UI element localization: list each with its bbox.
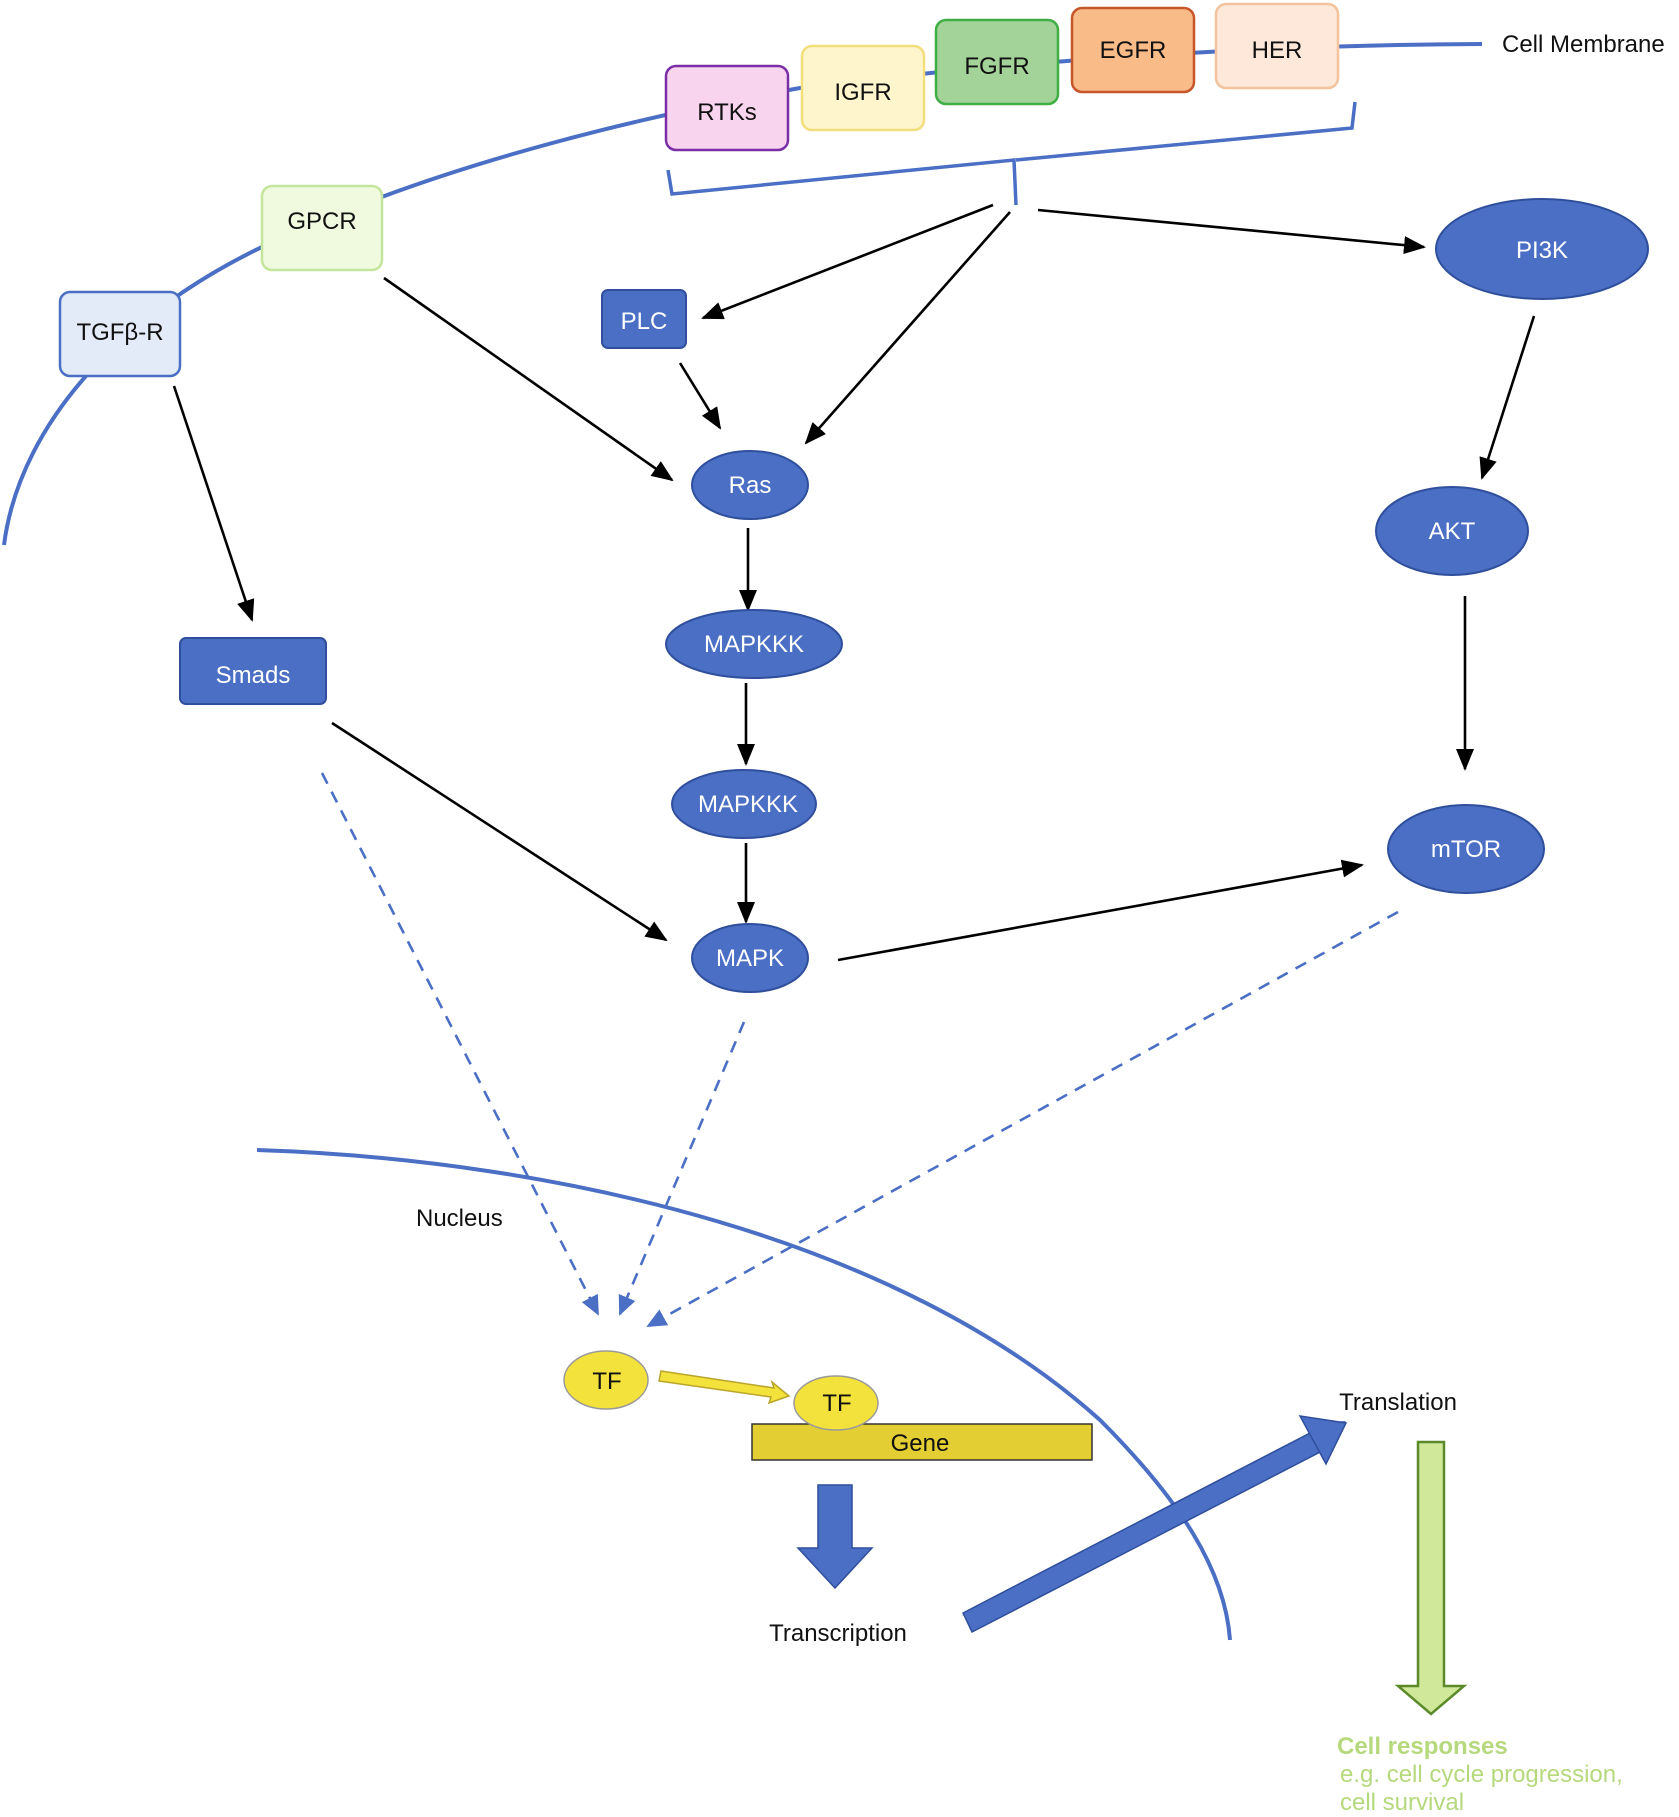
fgfr-label: FGFR bbox=[964, 53, 1029, 80]
nucleus-label: Nucleus bbox=[416, 1205, 503, 1232]
tf-free-node: TF bbox=[563, 1350, 649, 1410]
gene-label: Gene bbox=[891, 1430, 950, 1457]
mapk-label: MAPK bbox=[716, 945, 784, 972]
mapkkk2-label: MAPKKK bbox=[698, 791, 798, 818]
cell-responses-line2: cell survival bbox=[1340, 1789, 1464, 1816]
rtks-label: RTKs bbox=[697, 99, 757, 126]
gene-bar: Gene bbox=[751, 1423, 1093, 1461]
ras-label: Ras bbox=[729, 472, 772, 499]
arrow-rtk-to-pi3k bbox=[1037, 208, 1426, 255]
tf-bound-node: TF bbox=[793, 1375, 879, 1431]
arrow-plc-to-ras bbox=[678, 362, 722, 430]
tgfb-label: TGFβ-R bbox=[76, 319, 163, 346]
her-label: HER bbox=[1252, 37, 1303, 64]
plc-node: PLC bbox=[601, 289, 687, 349]
her-receptor: HER bbox=[1214, 2, 1340, 90]
transcription-down-arrow bbox=[796, 1484, 874, 1590]
transcription-label: Transcription bbox=[769, 1620, 907, 1647]
rtk-group-bracket bbox=[666, 101, 1357, 206]
akt-label: AKT bbox=[1429, 518, 1476, 545]
mapkkk2-node: MAPKKK bbox=[671, 769, 817, 839]
fgfr-receptor: FGFR bbox=[934, 18, 1060, 106]
arrow-rtk-to-plc bbox=[701, 203, 994, 320]
gpcr-label: GPCR bbox=[287, 208, 356, 235]
gpcr-receptor: GPCR bbox=[260, 184, 384, 272]
rtks-receptor: RTKs bbox=[664, 64, 790, 152]
arrow-pi3k-to-akt bbox=[1479, 315, 1536, 480]
mapkkk1-node: MAPKKK bbox=[665, 609, 843, 679]
arrow-smads-to-mapk bbox=[331, 721, 668, 942]
tf-bound-label: TF bbox=[822, 1390, 851, 1417]
cell-response-arrow bbox=[1394, 1440, 1468, 1716]
mapk-node: MAPK bbox=[691, 923, 809, 993]
dashed-arrow-smads-to-tf bbox=[320, 772, 600, 1316]
tf-free-label: TF bbox=[592, 1368, 621, 1395]
igfr-label: IGFR bbox=[834, 79, 891, 106]
mapkkk1-label: MAPKKK bbox=[704, 631, 804, 658]
igfr-receptor: IGFR bbox=[800, 44, 926, 132]
dashed-arrow-mtor-to-tf bbox=[646, 910, 1399, 1328]
egfr-receptor: EGFR bbox=[1070, 6, 1196, 94]
cell-responses-line1: e.g. cell cycle progression, bbox=[1340, 1761, 1623, 1788]
pi3k-node: PI3K bbox=[1435, 198, 1649, 300]
ras-node: Ras bbox=[691, 450, 809, 520]
mtor-node: mTOR bbox=[1387, 804, 1545, 894]
tf-binding-arrow bbox=[658, 1370, 791, 1405]
cell-membrane-label: Cell Membrane bbox=[1502, 31, 1665, 58]
tgfb-receptor: TGFβ-R bbox=[58, 290, 182, 378]
plc-label: PLC bbox=[621, 308, 668, 335]
nucleus-envelope-line bbox=[256, 1148, 1232, 1641]
arrow-tgfb-to-smads bbox=[172, 385, 255, 622]
dashed-arrow-mapk-to-tf bbox=[618, 1021, 746, 1316]
smads-node: Smads bbox=[179, 637, 327, 705]
arrow-rtk-to-ras bbox=[804, 211, 1011, 445]
egfr-label: EGFR bbox=[1100, 37, 1167, 64]
pi3k-label: PI3K bbox=[1516, 237, 1568, 264]
translation-arrow-head bbox=[1298, 1415, 1348, 1466]
arrow-gpcr-to-ras bbox=[383, 276, 674, 482]
akt-node: AKT bbox=[1375, 486, 1529, 576]
mtor-label: mTOR bbox=[1431, 836, 1501, 863]
cell-responses-title: Cell responses bbox=[1337, 1733, 1508, 1760]
translation-arrow-body bbox=[962, 1430, 1324, 1634]
translation-label: Translation bbox=[1339, 1389, 1457, 1416]
arrow-mapk-to-mtor bbox=[837, 859, 1364, 962]
smads-label: Smads bbox=[216, 662, 291, 689]
